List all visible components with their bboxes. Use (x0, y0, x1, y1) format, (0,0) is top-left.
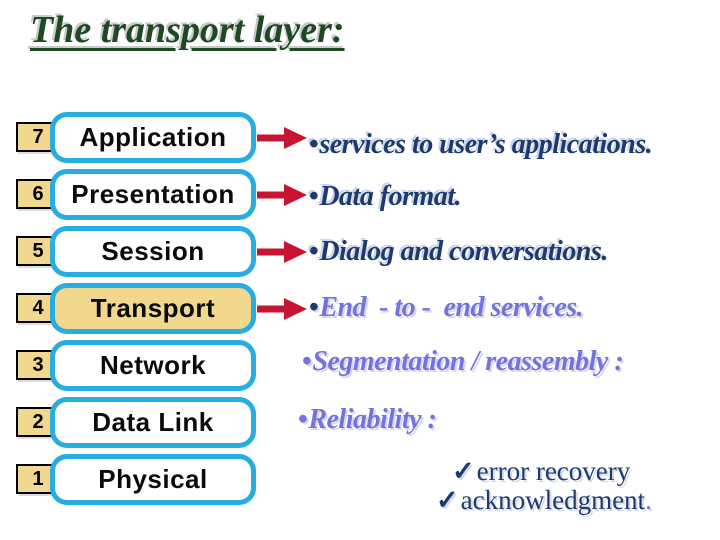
bullet-text: Data format. (319, 181, 462, 212)
layer-label: Transport (90, 293, 216, 323)
bullet-icon: • (309, 129, 319, 160)
layer-number: 5 (32, 239, 44, 262)
arrow-right-icon (257, 127, 307, 149)
bullet-item-segmentation: •Segmentation / reassembly : (302, 344, 624, 380)
osi-layer-row-network: 3 Network (0, 339, 320, 396)
bullet-text: Dialog and conversations. (319, 236, 608, 267)
bullet-text: services to user’s applications. (319, 129, 653, 160)
layer-label-box-highlighted: Transport (50, 283, 256, 334)
arrow-right-icon (257, 184, 307, 206)
layer-number: 1 (32, 467, 44, 490)
bullet-icon: • (309, 236, 319, 267)
layer-number: 2 (32, 410, 44, 433)
layer-number: 3 (32, 353, 44, 376)
layer-label-box: Session (50, 226, 256, 277)
layer-number-badge: 6 (16, 179, 60, 209)
bullet-icon: • (302, 346, 312, 377)
layer-label-box: Network (50, 340, 256, 391)
layer-label: Network (99, 350, 207, 380)
bullet-text: Reliability : (308, 404, 437, 435)
bullet-item-end-to-end: •End - to - end services. (309, 290, 584, 326)
layer-label: Application (79, 122, 227, 152)
checklist-suffix: . (645, 485, 652, 515)
bullet-text: Segmentation / reassembly : (312, 346, 624, 377)
osi-layer-row-session: 5 Session (0, 225, 320, 282)
osi-layer-row-application: 7 Application (0, 111, 320, 168)
layer-label-box: Application (50, 112, 256, 163)
layer-number: 6 (32, 182, 44, 205)
bullet-text: End - to - end services. (319, 292, 584, 323)
arrow-right-icon (257, 298, 307, 320)
bullet-icon: • (309, 181, 319, 212)
bullet-item-dialog: •Dialog and conversations. (309, 234, 608, 270)
osi-layer-row-datalink: 2 Data Link (0, 396, 320, 453)
osi-layer-row-physical: 1 Physical (0, 453, 320, 510)
layer-label: Data Link (92, 407, 214, 437)
layer-label: Session (101, 236, 205, 266)
layer-number: 7 (32, 125, 44, 148)
osi-stack-diagram: 7 Application 6 Presentation 5 Session 4… (0, 111, 320, 511)
layer-label: Physical (98, 464, 208, 494)
checklist-item-acknowledgment: ✓acknowledgment. (436, 485, 652, 515)
checklist-item-error-recovery: ✓error recovery (452, 456, 630, 486)
checklist-text: error recovery (476, 456, 631, 486)
bullet-item-data-format: •Data format. (309, 179, 462, 215)
layer-number: 4 (32, 296, 44, 319)
checkmark-icon: ✓ (436, 485, 459, 515)
bullet-icon: • (309, 292, 319, 323)
layer-label-box: Presentation (50, 169, 256, 220)
bullet-icon: • (298, 404, 308, 435)
layer-label-box: Data Link (50, 397, 256, 448)
layer-label-box: Physical (50, 454, 256, 505)
osi-layer-row-transport: 4 Transport (0, 282, 320, 339)
bullet-item-services: •services to user’s applications. (309, 127, 653, 163)
checkmark-icon: ✓ (452, 456, 475, 486)
bullet-item-reliability: •Reliability : (298, 402, 437, 438)
page-title: The transport layer: (30, 9, 345, 51)
layer-label: Presentation (71, 179, 235, 209)
arrow-right-icon (257, 241, 307, 263)
checklist-text: acknowledgment (460, 485, 646, 515)
osi-layer-row-presentation: 6 Presentation (0, 168, 320, 225)
